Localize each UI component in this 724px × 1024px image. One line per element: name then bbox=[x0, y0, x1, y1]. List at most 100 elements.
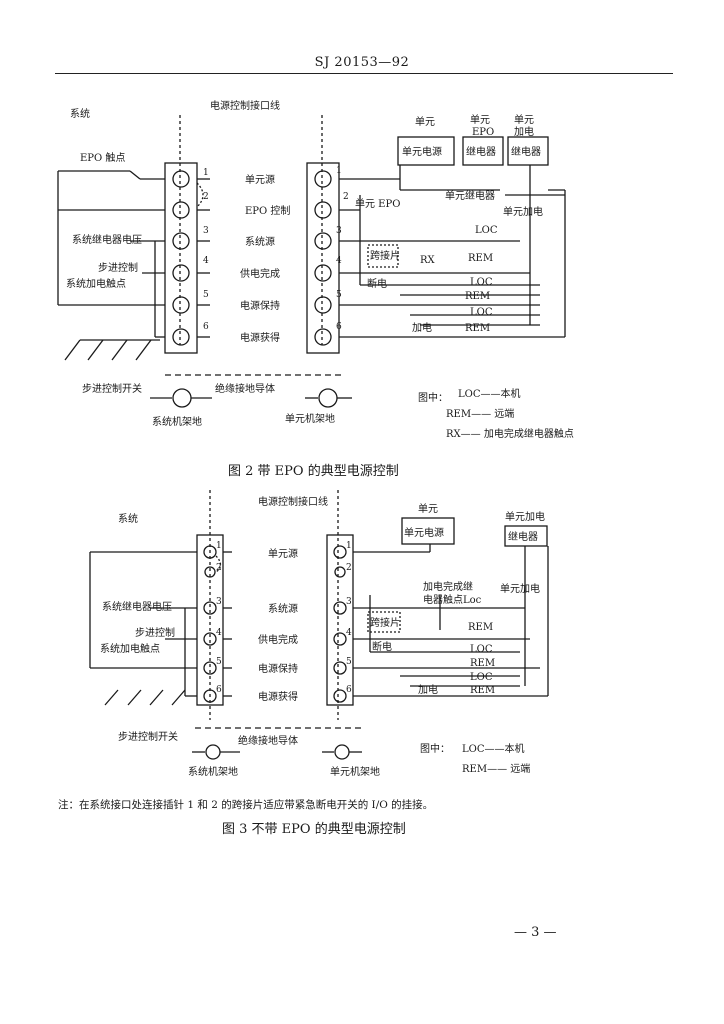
pin-number: 4 bbox=[346, 628, 352, 638]
pin-number: 5 bbox=[346, 657, 352, 667]
rx-label: RX bbox=[420, 255, 436, 266]
legend-rem: REM—— 远端 bbox=[462, 762, 530, 775]
loc-label: LOC bbox=[475, 225, 498, 236]
loc-label: LOC bbox=[470, 644, 493, 655]
epo-contact-label: EPO 触点 bbox=[80, 151, 125, 164]
loc-label: LOC bbox=[470, 307, 493, 318]
figure-2-caption: 图 2 带 EPO 的典型电源控制 bbox=[228, 464, 399, 479]
unit-power-text: 单元加电 bbox=[500, 582, 540, 595]
legend-loc: LOC——本机 bbox=[458, 387, 521, 400]
legend-rem: REM—— 远端 bbox=[446, 407, 514, 420]
pin-label: 供电完成 bbox=[240, 267, 280, 280]
pin-number: 4 bbox=[336, 256, 342, 266]
insulated-conductor-label: 绝缘接地导体 bbox=[238, 734, 298, 747]
insulated-conductor-label: 绝缘接地导体 bbox=[215, 382, 275, 395]
loc-label: LOC bbox=[470, 672, 493, 683]
rem-label: REM bbox=[470, 658, 495, 669]
pin-number: 5 bbox=[203, 290, 209, 300]
pin-number: 1 bbox=[216, 541, 222, 551]
unit-label: 单元 bbox=[418, 503, 438, 515]
pin-number: 4 bbox=[216, 628, 222, 638]
unit-ground-label: 单元机架地 bbox=[285, 412, 335, 425]
power-off-label: 断电 bbox=[367, 277, 387, 290]
unit-epo-label: 单元 bbox=[470, 114, 490, 126]
pin-number: 3 bbox=[336, 226, 342, 236]
figure-title: 电源控制接口线 bbox=[258, 495, 328, 508]
relay-voltage-label: 系统继电器电压 bbox=[102, 600, 172, 613]
legend-prefix: 图中： bbox=[418, 391, 448, 404]
pin-label: 电源保持 bbox=[258, 662, 298, 675]
pin-number: 6 bbox=[346, 685, 352, 695]
pin-number: 2 bbox=[203, 192, 209, 202]
header-rule bbox=[55, 73, 673, 74]
unit-relay-text: 单元继电器 bbox=[445, 189, 495, 202]
system-ground-label: 系统机架地 bbox=[152, 415, 202, 428]
page-number: — 3 — bbox=[514, 925, 557, 940]
unit-label: 单元 bbox=[415, 116, 435, 128]
power-label: 加电 bbox=[514, 125, 534, 138]
unit-epo-text: 单元 EPO bbox=[355, 198, 400, 210]
system-ground-label: 系统机架地 bbox=[188, 765, 238, 778]
pin-number: 3 bbox=[216, 597, 222, 607]
step-switch-label: 步进控制开关 bbox=[82, 382, 142, 395]
unit-power-text: 单元加电 bbox=[503, 205, 543, 218]
pin-number: 6 bbox=[203, 322, 209, 332]
legend-prefix: 图中： bbox=[420, 742, 450, 755]
pin-number: 3 bbox=[203, 226, 209, 236]
pin-number: 1 bbox=[346, 541, 352, 551]
pin-label: 单元源 bbox=[268, 547, 298, 560]
rem-label: REM bbox=[468, 253, 493, 264]
document-header: SJ 20153—92 bbox=[314, 55, 410, 70]
power-on-label: 加电 bbox=[412, 321, 432, 334]
figure-3-pin-numbers: 1 2 3 4 5 6 1 2 3 4 5 6 bbox=[216, 541, 352, 695]
unit-supply-box: 单元电源 bbox=[402, 145, 442, 158]
jumper-label: 跨接片 bbox=[370, 616, 400, 629]
pin-number: 2 bbox=[216, 563, 222, 573]
figure-2-diagram: 1 2 3 4 5 6 1 2 3 4 5 6 电源控制接口线 系统 EPO 触… bbox=[57, 99, 574, 440]
pin-number: 2 bbox=[346, 563, 352, 573]
pin-label: 电源保持 bbox=[240, 299, 280, 312]
legend-loc: LOC——本机 bbox=[462, 742, 525, 755]
figure-3-caption: 图 3 不带 EPO 的典型电源控制 bbox=[222, 822, 406, 837]
pin-label: EPO 控制 bbox=[245, 204, 290, 217]
pin-number: 6 bbox=[336, 322, 342, 332]
power-on-label: 加电 bbox=[418, 683, 438, 696]
power-done-relay-label: 电器触点Loc bbox=[423, 593, 482, 606]
pin-number: 1 bbox=[203, 168, 209, 178]
step-control-label: 步进控制 bbox=[135, 626, 175, 639]
pin-label: 电源获得 bbox=[240, 331, 280, 344]
pin-number: 1 bbox=[336, 166, 342, 176]
pin-number: 4 bbox=[203, 256, 209, 266]
step-switch-label: 步进控制开关 bbox=[118, 730, 178, 743]
step-control-label: 步进控制 bbox=[98, 261, 138, 274]
figure-note: 注：在系统接口处连接插针 1 和 2 的跨接片适应带紧急断电开关的 I/O 的挂… bbox=[58, 799, 434, 811]
rem-label: REM bbox=[468, 622, 493, 633]
pin-label: 单元源 bbox=[245, 173, 275, 186]
unit-ground-label: 单元机架地 bbox=[330, 765, 380, 778]
pin-number: 2 bbox=[343, 192, 349, 202]
epo-label: EPO bbox=[472, 127, 494, 138]
relay-box: 继电器 bbox=[511, 145, 541, 158]
figure-title: 电源控制接口线 bbox=[210, 99, 280, 112]
legend-rx: RX—— 加电完成继电器触点 bbox=[446, 427, 574, 440]
power-off-label: 断电 bbox=[372, 640, 392, 653]
pin-label: 系统源 bbox=[245, 235, 275, 248]
pin-label: 供电完成 bbox=[258, 633, 298, 646]
unit-supply-box: 单元电源 bbox=[404, 526, 444, 539]
unit-power-label: 单元 bbox=[514, 114, 534, 126]
pin-number: 5 bbox=[336, 290, 342, 300]
jumper-label: 跨接片 bbox=[370, 249, 400, 262]
figure-3-diagram: 1 2 3 4 5 6 1 2 3 4 5 6 电源控制接口线 系统 系统继电器… bbox=[89, 490, 549, 778]
pin-number: 5 bbox=[216, 657, 222, 667]
loc-label: LOC bbox=[470, 277, 493, 288]
rem-label: REM bbox=[470, 685, 495, 696]
rem-label: REM bbox=[465, 291, 490, 302]
system-label: 系统 bbox=[70, 107, 90, 120]
unit-power-label: 单元加电 bbox=[505, 510, 545, 523]
pin-label: 系统源 bbox=[268, 602, 298, 615]
relay-box: 继电器 bbox=[508, 530, 538, 543]
power-contact-label: 系统加电触点 bbox=[100, 642, 160, 655]
relay-box: 继电器 bbox=[466, 145, 496, 158]
pin-label: 电源获得 bbox=[258, 690, 298, 703]
rem-label: REM bbox=[465, 323, 490, 334]
